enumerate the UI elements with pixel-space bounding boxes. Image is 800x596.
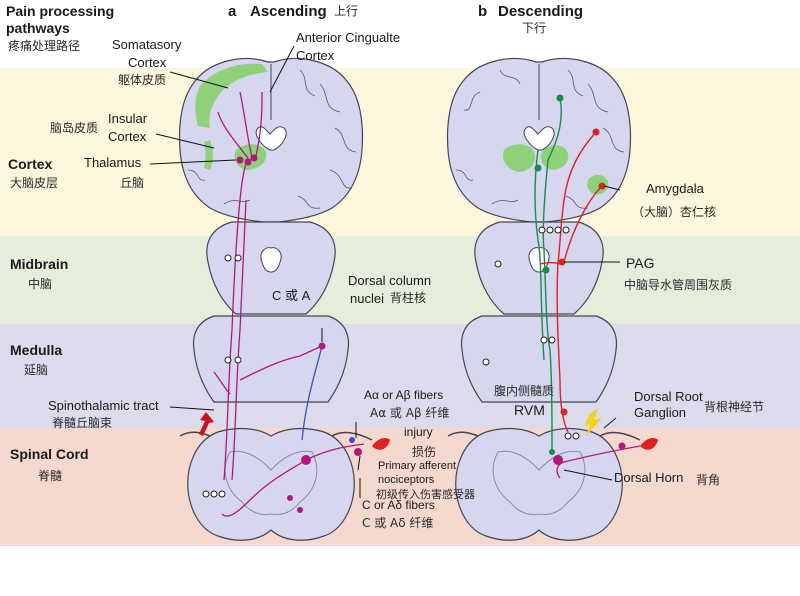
label-aab-fibers-zh: Aα 或 Aβ 纤维 xyxy=(370,406,450,420)
label-amygdala-zh: （大脑）杏仁核 xyxy=(632,205,717,219)
label-somatosensory-1: Somatasory xyxy=(112,37,182,52)
panel-b-title-zh: 下行 xyxy=(522,21,547,35)
label-dorsal-column-1: Dorsal column xyxy=(348,273,432,288)
label-dorsal-column-2: nuclei xyxy=(350,291,384,306)
label-c-ad-fibers-zh: C 或 Aδ 纤维 xyxy=(362,516,434,530)
level-spinal-cord-zh: 脊髓 xyxy=(38,469,63,483)
thalamocortical-projections-a xyxy=(217,91,263,159)
label-drg-zh: 背根神经节 xyxy=(704,400,765,414)
label-primary-1: Primary afferent xyxy=(378,460,457,472)
label-acc-2: Cortex xyxy=(296,48,335,63)
ascending-panel-anatomy xyxy=(178,57,390,541)
label-acc-1: Anterior Cingualte xyxy=(296,30,401,45)
label-rvm: RVM xyxy=(514,402,545,418)
leader-lines xyxy=(149,45,621,498)
level-medulla-zh: 延脑 xyxy=(24,363,49,377)
label-insular-zh: 脑岛皮质 xyxy=(50,121,99,135)
panel-b-title: Descending xyxy=(498,3,584,20)
somatosensory-cortex-region-a xyxy=(195,63,268,128)
descending-green-path xyxy=(534,97,562,452)
injury-marker-a xyxy=(372,438,390,450)
aqueduct-a xyxy=(260,247,282,273)
figure-title-line1: Pain processing xyxy=(6,3,115,19)
level-cortex: Cortex xyxy=(8,156,53,172)
amygdala-region-b xyxy=(587,174,609,195)
panel-a-letter: a xyxy=(228,3,237,20)
level-midbrain-zh: 中脑 xyxy=(28,277,53,291)
level-cortex-zh: 大脑皮层 xyxy=(10,176,59,190)
spinal-cord-section-b xyxy=(455,427,623,541)
label-aab-fibers: Aα or Aβ fibers xyxy=(364,388,444,402)
label-thalamus-zh: 丘脑 xyxy=(120,176,145,190)
ascending-arrow xyxy=(199,412,214,436)
label-insular-2: Cortex xyxy=(108,129,147,144)
label-drg-1: Dorsal Root xyxy=(634,389,703,404)
spinal-cord-section-a xyxy=(187,427,355,541)
gray-matter-a xyxy=(224,450,318,515)
dorsal-column-fiber-a xyxy=(301,345,323,441)
label-rvm-zh: 腹内侧髓质 xyxy=(494,384,555,398)
label-c-or-a: C 或 A xyxy=(272,288,311,303)
label-amygdala: Amygdala xyxy=(646,181,704,196)
label-somatosensory-2: Cortex xyxy=(128,55,167,70)
label-somatosensory-zh: 躯体皮质 xyxy=(118,73,167,87)
ventricle-a xyxy=(255,126,287,151)
medulla-section-b xyxy=(460,315,618,403)
label-pag: PAG xyxy=(626,255,655,271)
dorsal-horn-neuron-a xyxy=(301,455,311,465)
panel-a-title-zh: 上行 xyxy=(334,4,359,18)
label-spinothalamic-zh: 脊髓丘脑束 xyxy=(52,416,113,430)
pain-signal-bolt-icon xyxy=(584,408,602,436)
figure-title-zh: 疼痛处理路径 xyxy=(8,39,81,53)
midbrain-level-band xyxy=(0,236,800,324)
medulla-level-band xyxy=(0,324,800,428)
level-midbrain: Midbrain xyxy=(10,256,69,272)
label-insular-1: Insular xyxy=(108,111,148,126)
medulla-section-a xyxy=(192,315,350,403)
label-injury: injury xyxy=(404,425,433,439)
spinal-cord-level-band xyxy=(0,428,800,546)
label-thalamus: Thalamus xyxy=(84,155,142,170)
panel-a-title: Ascending xyxy=(250,3,327,20)
label-c-ad-fibers: C or Aδ fibers xyxy=(362,498,435,512)
label-dorsal-horn: Dorsal Horn xyxy=(614,470,684,485)
injury-marker-b xyxy=(640,438,658,450)
level-medulla: Medulla xyxy=(10,342,63,358)
panel-b-letter: b xyxy=(478,3,488,20)
label-spinothalamic: Spinothalamic tract xyxy=(48,398,159,413)
label-pag-zh: 中脑导水管周围灰质 xyxy=(624,278,733,292)
figure-title-line2: pathways xyxy=(6,20,70,36)
label-dorsal-horn-zh: 背角 xyxy=(696,473,721,487)
label-injury-zh: 损伤 xyxy=(412,445,437,459)
label-dorsal-column-zh: 背柱核 xyxy=(390,291,427,305)
label-drg-2: Ganglion xyxy=(634,405,687,420)
label-primary-zh: 初级传入伤害感受器 xyxy=(376,488,475,501)
level-spinal-cord: Spinal Cord xyxy=(10,446,89,462)
spinothalamic-tract-path-a xyxy=(213,157,365,517)
descending-panel-anatomy xyxy=(446,57,658,541)
cortex-level-band xyxy=(0,68,800,236)
label-primary-2: nociceptors xyxy=(378,474,435,486)
descending-red-path xyxy=(539,131,603,433)
